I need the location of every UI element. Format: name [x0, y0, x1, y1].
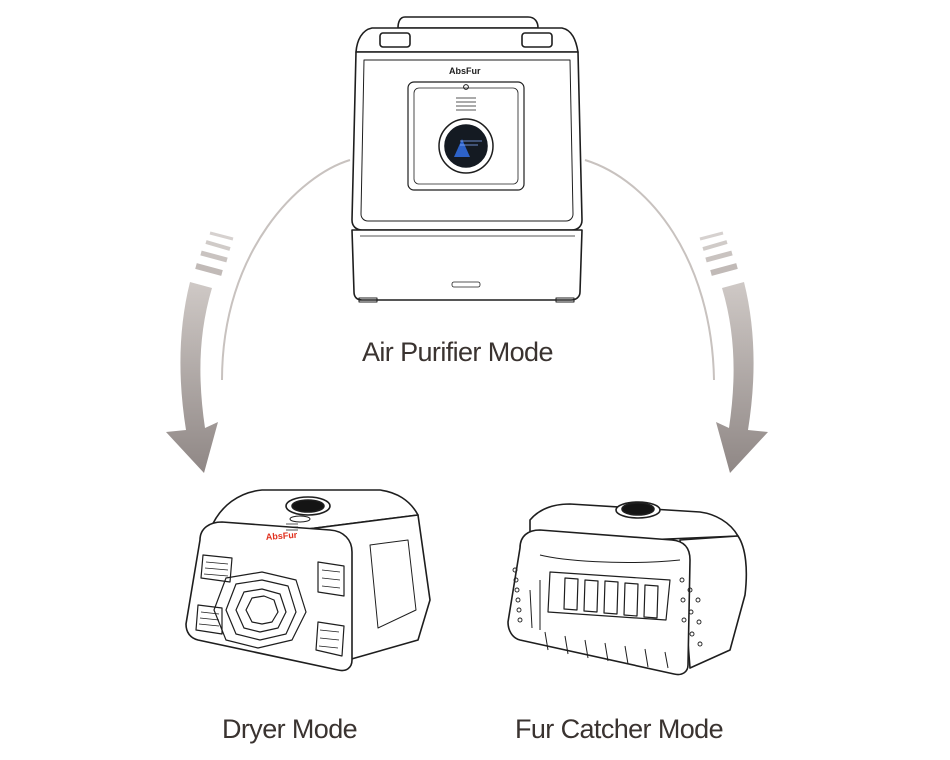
air-purifier-mode-label: Air Purifier Mode — [362, 337, 553, 367]
dryer-mode-label: Dryer Mode — [222, 714, 358, 744]
fur-catcher-mode-label: Fur Catcher Mode — [515, 714, 724, 744]
curved-arrow-left-down-icon — [166, 231, 234, 473]
fur-catcher-device — [507, 501, 748, 676]
air-purifier-device — [351, 16, 583, 303]
connecting-arc — [221, 159, 715, 381]
dryer-device — [185, 489, 431, 672]
brand-logo: AbsFur — [449, 66, 481, 76]
dryer-brand-logo: AbsFur — [265, 530, 298, 542]
curved-arrow-right-down-icon — [699, 231, 768, 473]
